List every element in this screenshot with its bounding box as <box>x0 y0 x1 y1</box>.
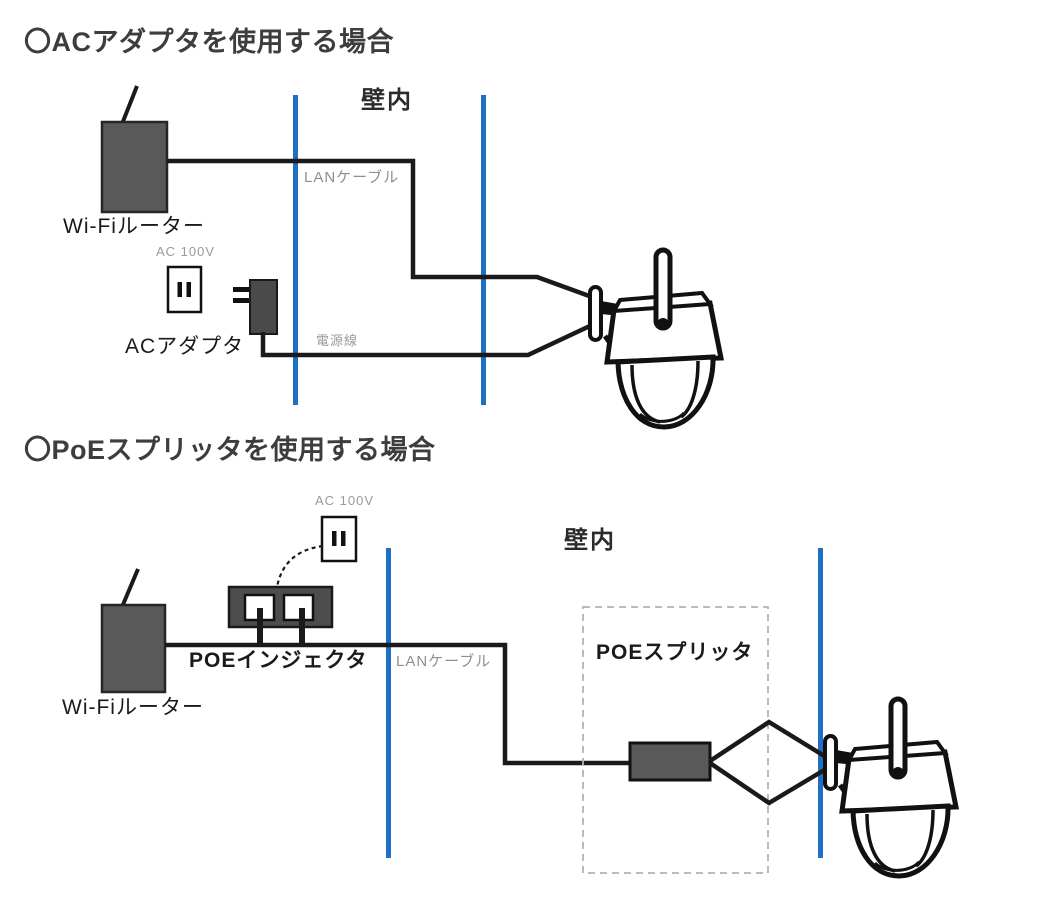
ac-adapter-label: ACアダプタ <box>125 335 245 358</box>
power-outlet-icon <box>166 265 203 314</box>
lan-cable-label: LANケーブル <box>304 169 400 186</box>
adapter-prong <box>233 298 250 303</box>
injector-power-cord <box>275 544 324 588</box>
injector-port <box>282 593 315 622</box>
poe-splitter-device-icon <box>628 741 712 782</box>
outlet-slot <box>186 282 191 297</box>
router-label: Wi-Fiルーター <box>63 215 205 238</box>
poe-splitter-label: POEスプリッタ <box>596 641 754 664</box>
router-antenna <box>120 85 139 125</box>
outlet-voltage-label: AC 100V <box>156 244 216 259</box>
router-label: Wi-Fiルーター <box>62 696 204 719</box>
ac-adapter-icon <box>249 279 278 335</box>
wifi-router-icon <box>100 120 169 214</box>
lan-cable-line <box>165 642 630 766</box>
poe-section-title: 〇PoEスプリッタを使用する場合 <box>24 435 436 465</box>
outlet-slot <box>332 531 337 546</box>
wall-line-1 <box>293 95 298 405</box>
ac-section-title: 〇ACアダプタを使用する場合 <box>24 27 394 57</box>
poe-splitter-diagram <box>100 515 956 876</box>
network-camera-icon <box>825 699 956 876</box>
router-antenna <box>120 568 140 608</box>
lan-cable-label: LANケーブル <box>396 653 492 670</box>
power-outlet-icon <box>320 515 358 563</box>
splitter-cable-upper <box>708 719 828 763</box>
network-camera-icon <box>590 250 721 427</box>
wall-line-1 <box>386 548 391 858</box>
power-cable-line <box>260 322 593 358</box>
outlet-voltage-label: AC 100V <box>315 493 375 508</box>
wall-line-2 <box>481 95 486 405</box>
poe-splitter-dashed-box <box>582 606 769 874</box>
adapter-prong <box>233 287 250 292</box>
poe-injector-label: POEインジェクタ <box>189 649 368 672</box>
wall-label: 壁内 <box>564 527 616 554</box>
wifi-router-icon <box>100 603 167 694</box>
outlet-slot <box>177 282 182 297</box>
power-line-label: 電源線 <box>316 333 359 348</box>
wall-line-2 <box>818 548 823 858</box>
splitter-cable-lower <box>708 761 828 806</box>
outlet-slot <box>341 531 346 546</box>
ac-adapter-diagram <box>100 85 721 427</box>
wall-label: 壁内 <box>361 87 413 114</box>
lan-cable-line <box>167 158 593 300</box>
